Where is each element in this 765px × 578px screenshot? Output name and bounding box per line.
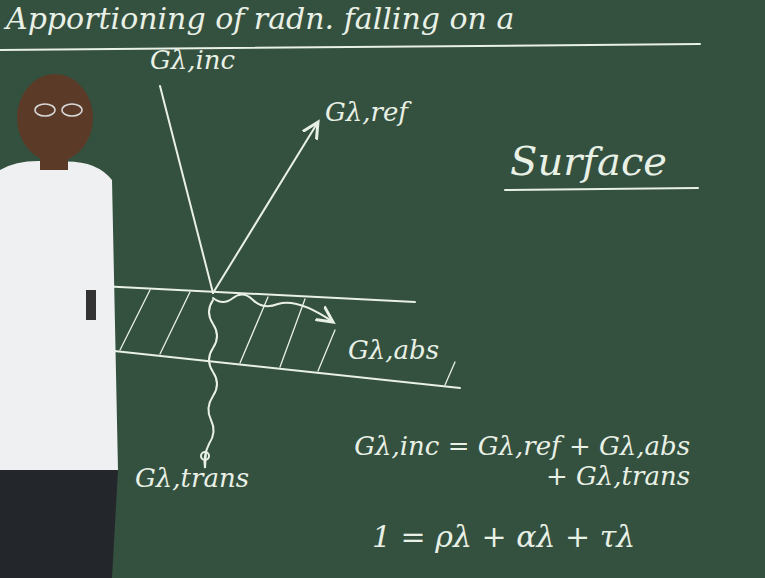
incident-ray	[160, 86, 213, 293]
title-underline	[0, 44, 700, 50]
board-word: Surface	[510, 138, 667, 184]
slab-top	[100, 286, 415, 302]
balance-equation: Gλ,inc = Gλ,ref + Gλ,abs + Gλ,trans	[340, 432, 690, 492]
radiation-symbol: Gλ,abs	[348, 336, 439, 366]
word-underline	[505, 188, 698, 190]
slab-hatching	[120, 290, 455, 385]
board-title: Apportioning of radn. falling on a	[6, 2, 514, 37]
transmitted-ray	[205, 300, 218, 468]
reflected-ray	[213, 122, 318, 293]
radiation-symbol: Gλ,ref	[325, 98, 408, 128]
balance-equation: 1 = ρλ + αλ + τλ	[372, 520, 635, 555]
radiation-symbol: Gλ,inc	[150, 46, 235, 76]
ray-end-dot	[201, 452, 209, 460]
lecturer-figure	[0, 74, 118, 578]
radiation-symbol: Gλ,trans	[135, 464, 249, 494]
absorbed-ray	[213, 294, 333, 322]
